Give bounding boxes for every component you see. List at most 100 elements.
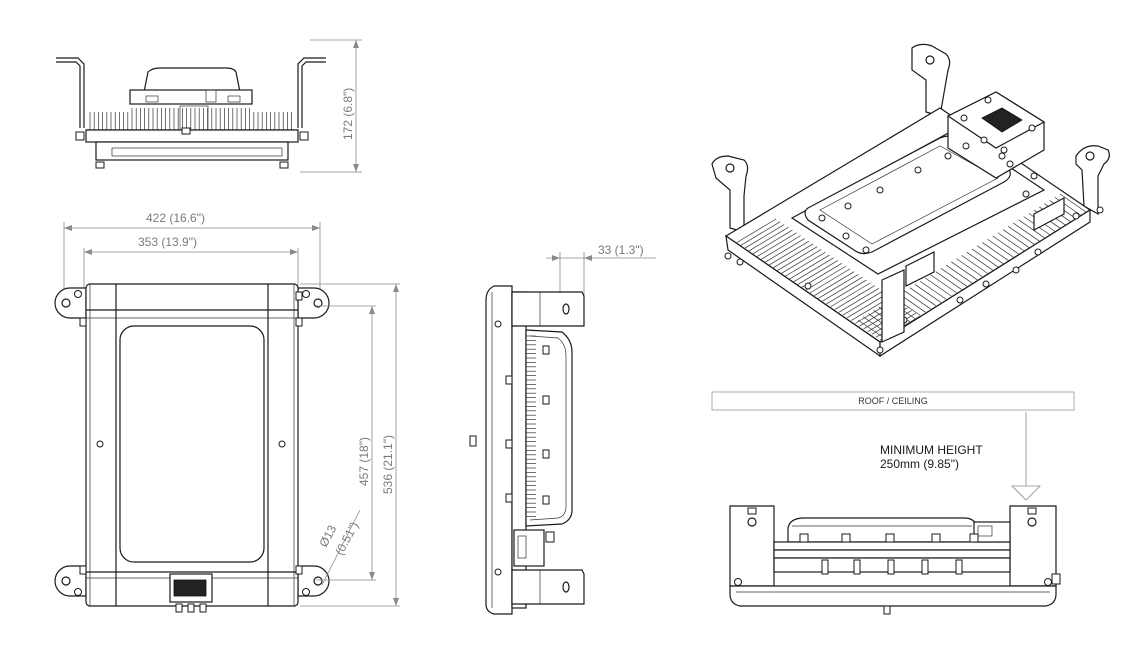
heatsink-fin xyxy=(830,282,871,308)
bolt xyxy=(998,152,1006,160)
heatsink-fin xyxy=(826,279,867,305)
bolt xyxy=(1034,248,1042,256)
heatsink-fin xyxy=(1002,229,1030,248)
heatsink-fin xyxy=(752,229,793,255)
heatsink-fin xyxy=(772,243,814,269)
isometric-view xyxy=(711,43,1110,358)
heatsink-fin xyxy=(987,238,1014,258)
heatsink-fin xyxy=(940,268,968,287)
hole-diameter-inch-dim: (0.51") xyxy=(332,519,361,557)
bolt xyxy=(844,202,852,210)
bolt xyxy=(962,142,970,150)
bolt xyxy=(821,559,829,575)
heatsink-fin xyxy=(971,248,999,268)
bolt xyxy=(887,559,895,575)
heatsink-fin xyxy=(805,265,847,291)
installation-view: ROOF / CEILING MINIMUM HEIGHT 250mm (9.8… xyxy=(711,391,1075,615)
heatsink-fin xyxy=(961,255,988,274)
heatsink-fin xyxy=(809,268,851,294)
front-plan-view: 422 (16.6") 353 (13.9") xyxy=(54,211,400,613)
heatsink-fin xyxy=(789,254,830,280)
bolt xyxy=(876,346,884,354)
bolt xyxy=(969,533,979,543)
heatsink-fin xyxy=(976,245,1004,264)
heatsink-fin xyxy=(744,224,785,249)
bolt xyxy=(804,282,812,290)
heatsink-fin xyxy=(756,232,797,258)
heatsink-fin xyxy=(945,264,973,284)
heatsink-fin xyxy=(793,257,834,283)
overall-width-dim: 422 (16.6") xyxy=(146,211,205,225)
heatsink-fin xyxy=(818,274,859,299)
mount-width-dim: 353 (13.9") xyxy=(138,235,197,249)
side-elevation-view: 33 (1.3") xyxy=(469,243,656,615)
bolt xyxy=(736,258,744,266)
heatsink-fin xyxy=(1008,226,1035,245)
bolt xyxy=(885,533,895,543)
ceiling-bar xyxy=(711,391,1075,411)
heatsink-fin xyxy=(838,287,880,313)
heatsink-fin xyxy=(930,274,957,294)
bolt xyxy=(862,246,870,254)
heatsink-fin xyxy=(735,218,777,244)
bolt xyxy=(980,136,988,144)
bolt xyxy=(1096,206,1104,214)
bolt xyxy=(982,280,990,288)
bolt xyxy=(853,559,861,575)
minimum-height-value: 250mm (9.85") xyxy=(880,457,959,471)
bolt xyxy=(1072,212,1080,220)
heatsink-fin xyxy=(1059,193,1087,213)
heatsink-fin xyxy=(857,319,885,339)
heatsink-fin xyxy=(925,277,952,297)
heatsink-fin xyxy=(992,235,1019,255)
bolt xyxy=(818,214,826,222)
heatsink-fin xyxy=(846,293,888,319)
bolt xyxy=(956,296,964,304)
heatsink-fin xyxy=(781,249,822,274)
heatsink-fin xyxy=(842,290,884,316)
bolt xyxy=(842,232,850,240)
bracket-offset-dim: 33 (1.3") xyxy=(598,243,644,257)
heatsink-fin xyxy=(785,251,826,277)
minimum-height-label: MINIMUM HEIGHT xyxy=(880,443,983,457)
bolt xyxy=(1000,146,1008,154)
heatsink-fin xyxy=(956,258,983,277)
heatsink-fin xyxy=(768,240,810,266)
heatsink-fin xyxy=(834,285,875,310)
bolt xyxy=(1006,160,1014,168)
heatsink-fin xyxy=(797,260,838,285)
bolt xyxy=(876,186,884,194)
top-view-height-dim: 172 (6.8") xyxy=(341,88,355,140)
heatsink-fin xyxy=(914,284,942,303)
heatsink-fin xyxy=(739,221,781,247)
heatsink-fin xyxy=(813,271,855,296)
bolt xyxy=(724,252,732,260)
bolt xyxy=(931,533,941,543)
ceiling-label: ROOF / CEILING xyxy=(858,396,928,406)
bolt xyxy=(944,152,952,160)
heatsink-fin xyxy=(982,242,1009,261)
bolt xyxy=(960,114,968,122)
heatsink-fin xyxy=(748,227,789,252)
heatsink-fin xyxy=(935,271,962,290)
overall-height-dim: 536 (21.1") xyxy=(381,435,395,494)
heatsink-fin xyxy=(919,280,947,300)
heatsink-fin xyxy=(997,232,1025,252)
bolt xyxy=(1028,124,1036,132)
bolt xyxy=(984,96,992,104)
bolt xyxy=(1012,266,1020,274)
bolt xyxy=(914,166,922,174)
heatsink-fin xyxy=(966,251,993,271)
bolt xyxy=(1030,172,1038,180)
heatsink-fin xyxy=(760,235,801,260)
bolt xyxy=(841,533,851,543)
heatsink-fin xyxy=(904,290,931,310)
mount-height-dim: 457 (18") xyxy=(357,437,371,486)
top-elevation-view: 172 (6.8") xyxy=(56,39,362,173)
bolt xyxy=(1022,190,1030,198)
bolt xyxy=(799,533,809,543)
heatsink-fin xyxy=(1013,222,1040,242)
heatsink-fin xyxy=(909,287,936,306)
bolt xyxy=(955,559,963,575)
bolt xyxy=(921,559,929,575)
